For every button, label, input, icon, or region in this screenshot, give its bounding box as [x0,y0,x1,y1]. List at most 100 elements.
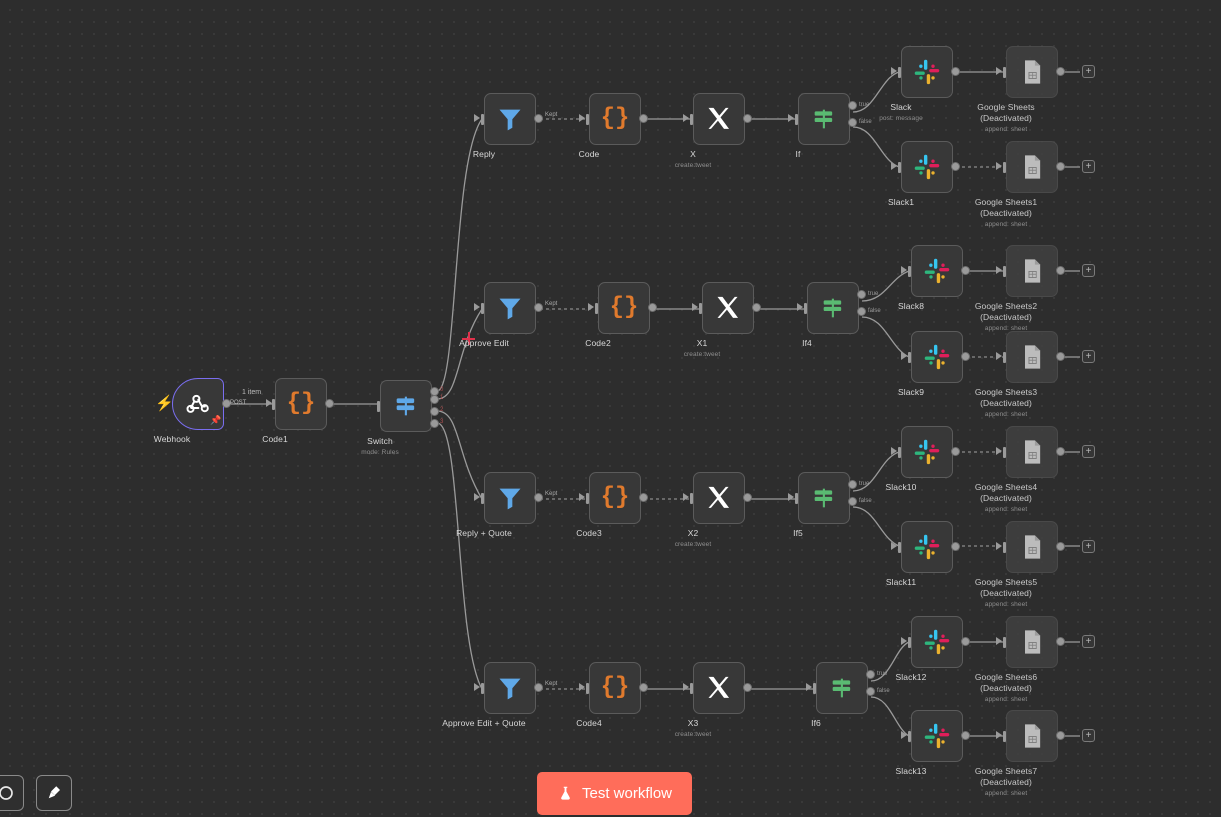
if4-output-true[interactable] [857,290,866,299]
gs5-input-port[interactable] [1003,542,1006,553]
gs6-node-box[interactable] [1006,616,1058,668]
webhook-output-dot[interactable] [222,399,231,408]
approve-node-box[interactable] [484,282,536,334]
webhook-node-box[interactable] [172,378,224,430]
gs6-add-node-button[interactable]: + [1082,635,1095,648]
code1-input-port[interactable] [272,399,275,410]
x1-output-dot[interactable] [752,303,761,312]
if6-node-box[interactable] [816,662,868,714]
slack-node-box[interactable] [901,46,953,98]
gs1-output-dot[interactable] [1056,162,1065,171]
if6-input-port[interactable] [813,683,816,694]
slack11-input-port[interactable] [898,542,901,553]
reply-input-port[interactable] [481,114,484,125]
code2-input-port[interactable] [595,303,598,314]
gs5-node-box[interactable] [1006,521,1058,573]
code3-input-port[interactable] [586,493,589,504]
tidy-up-button[interactable] [36,775,72,811]
gs2-add-node-button[interactable]: + [1082,264,1095,277]
switch-node-box[interactable] [380,380,432,432]
gs7-node-box[interactable] [1006,710,1058,762]
gs-add-node-button[interactable]: + [1082,65,1095,78]
if-output-true[interactable] [848,101,857,110]
x2-input-port[interactable] [690,493,693,504]
if5-output-true[interactable] [848,480,857,489]
x2-output-dot[interactable] [743,493,752,502]
if4-output-false[interactable] [857,307,866,316]
code3-node-box[interactable]: {} [589,472,641,524]
gs3-add-node-button[interactable]: + [1082,350,1095,363]
gs1-node-box[interactable] [1006,141,1058,193]
x-output-dot[interactable] [743,114,752,123]
gs6-input-port[interactable] [1003,637,1006,648]
gs7-add-node-button[interactable]: + [1082,729,1095,742]
gs3-output-dot[interactable] [1056,352,1065,361]
test-workflow-button[interactable]: Test workflow [537,772,692,815]
slack12-output-dot[interactable] [961,637,970,646]
if5-input-port[interactable] [795,493,798,504]
gs4-node-box[interactable] [1006,426,1058,478]
gs4-input-port[interactable] [1003,447,1006,458]
gs2-output-dot[interactable] [1056,266,1065,275]
approveq-node-box[interactable] [484,662,536,714]
gs2-node-box[interactable] [1006,245,1058,297]
switch-output-2[interactable] [430,407,439,416]
slack12-node-box[interactable] [911,616,963,668]
reply-output-dot[interactable] [534,114,543,123]
replyq-output-dot[interactable] [534,493,543,502]
code1-node-box[interactable]: {} [275,378,327,430]
gs4-add-node-button[interactable]: + [1082,445,1095,458]
gs4-output-dot[interactable] [1056,447,1065,456]
slack1-output-dot[interactable] [951,162,960,171]
x1-node-box[interactable] [702,282,754,334]
slack11-node-box[interactable] [901,521,953,573]
x-node-box[interactable] [693,93,745,145]
reply-node-box[interactable] [484,93,536,145]
code3-output-dot[interactable] [639,493,648,502]
gs6-output-dot[interactable] [1056,637,1065,646]
gs5-add-node-button[interactable]: + [1082,540,1095,553]
slack1-input-port[interactable] [898,162,901,173]
slack13-node-box[interactable] [911,710,963,762]
approve-output-dot[interactable] [534,303,543,312]
code4-input-port[interactable] [586,683,589,694]
if4-input-port[interactable] [804,303,807,314]
code4-node-box[interactable]: {} [589,662,641,714]
if6-output-false[interactable] [866,687,875,696]
gs7-input-port[interactable] [1003,731,1006,742]
reset-zoom-button[interactable] [0,775,24,811]
gs-input-port[interactable] [1003,67,1006,78]
x3-output-dot[interactable] [743,683,752,692]
code4-output-dot[interactable] [639,683,648,692]
gs3-input-port[interactable] [1003,352,1006,363]
slack1-node-box[interactable] [901,141,953,193]
replyq-input-port[interactable] [481,493,484,504]
slack10-node-box[interactable] [901,426,953,478]
slack9-output-dot[interactable] [961,352,970,361]
gs2-input-port[interactable] [1003,266,1006,277]
slack9-input-port[interactable] [908,352,911,363]
code-output-dot[interactable] [639,114,648,123]
gs5-output-dot[interactable] [1056,542,1065,551]
x-input-port[interactable] [690,114,693,125]
gs3-node-box[interactable] [1006,331,1058,383]
code-node-box[interactable]: {} [589,93,641,145]
gs1-add-node-button[interactable]: + [1082,160,1095,173]
if-output-false[interactable] [848,118,857,127]
slack8-node-box[interactable] [911,245,963,297]
gs-output-dot[interactable] [1056,67,1065,76]
x2-node-box[interactable] [693,472,745,524]
if-node-box[interactable] [798,93,850,145]
if5-output-false[interactable] [848,497,857,506]
code-input-port[interactable] [586,114,589,125]
x1-input-port[interactable] [699,303,702,314]
code2-node-box[interactable]: {} [598,282,650,334]
x3-input-port[interactable] [690,683,693,694]
slack13-output-dot[interactable] [961,731,970,740]
code2-output-dot[interactable] [648,303,657,312]
approve-input-port[interactable] [481,303,484,314]
approveq-output-dot[interactable] [534,683,543,692]
gs-node-box[interactable] [1006,46,1058,98]
if-input-port[interactable] [795,114,798,125]
